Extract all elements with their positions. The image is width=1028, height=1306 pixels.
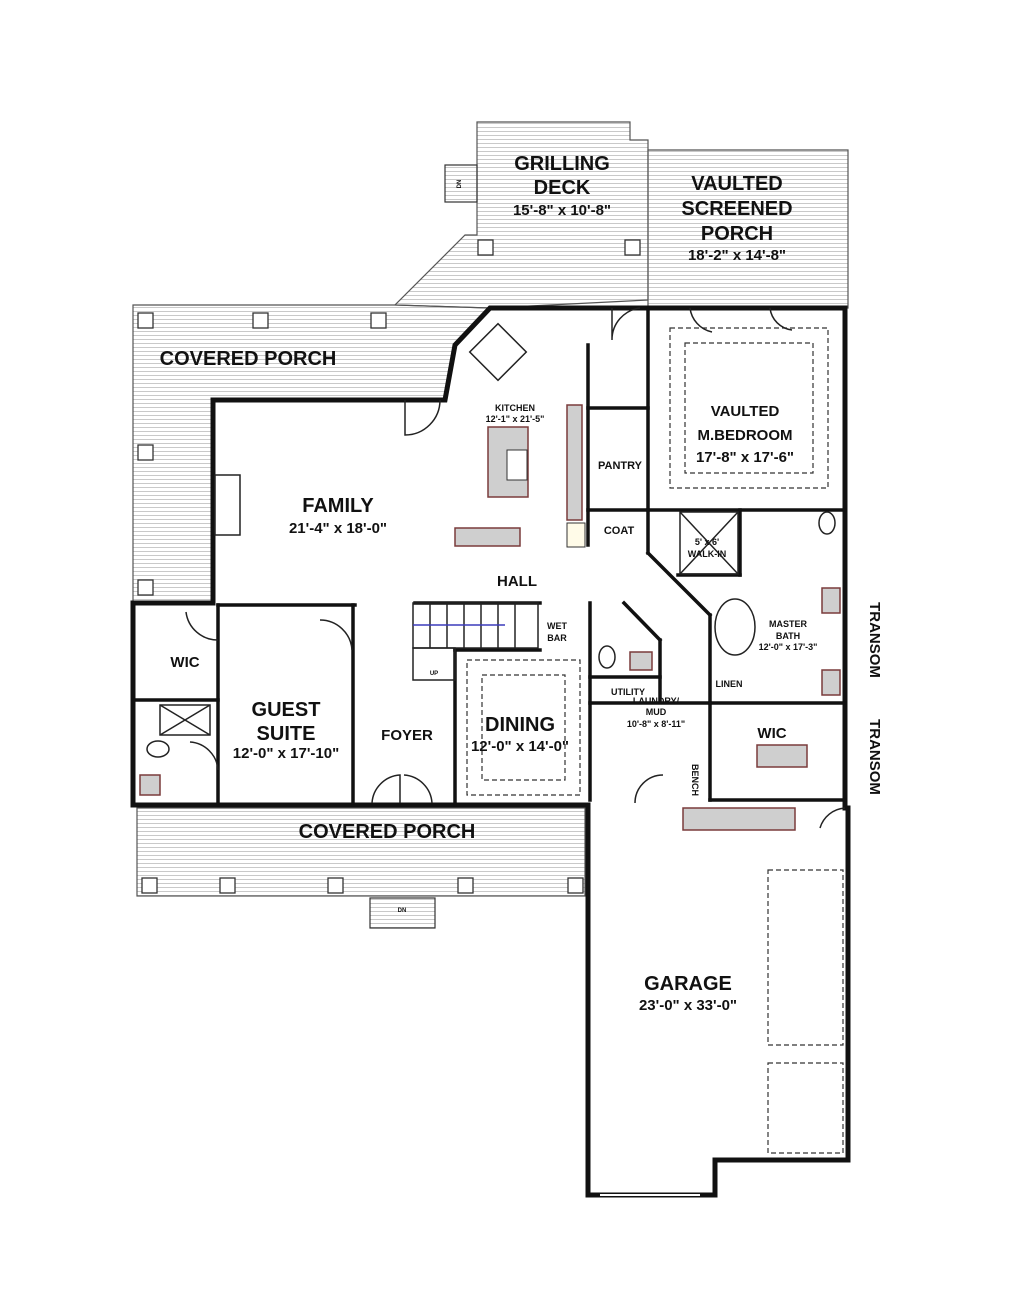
master-bath-label-2: BATH	[776, 631, 800, 641]
front-steps-down-label: DN	[398, 908, 407, 914]
tray-ceiling-outer	[669, 327, 829, 489]
family-size: 21'-4" x 18'-0"	[289, 520, 387, 537]
walk-in-label: WALK-IN	[688, 549, 727, 559]
coat-label: COAT	[604, 525, 635, 537]
deck-steps-down-label: DN	[457, 180, 463, 189]
sink-icon	[506, 449, 528, 481]
dining-table-icon	[468, 322, 528, 382]
master-bedroom-label-2: M.BEDROOM	[698, 427, 793, 444]
laundry-label-2: MUD	[646, 707, 667, 717]
interior-walls	[135, 306, 847, 807]
stairs-up-label: UP	[430, 671, 438, 677]
deck-steps	[444, 164, 478, 203]
guest-wic-label: WIC	[170, 654, 199, 671]
kitchen-label: KITCHEN	[495, 403, 535, 413]
fridge-icon	[566, 522, 586, 548]
guest-suite-size: 12'-0" x 17'-10"	[233, 745, 339, 762]
screened-porch-label: VAULTED	[691, 173, 782, 195]
grilling-deck-size: 15'-8" x 10'-8"	[513, 202, 611, 219]
shower-icon	[159, 511, 739, 736]
kitchen-bar	[454, 527, 521, 547]
garage-parking-1	[767, 869, 844, 1046]
screened-porch-area	[647, 149, 849, 309]
powder-sink	[629, 651, 653, 671]
screened-porch-size: 18'-2" x 14'-8"	[688, 247, 786, 264]
fireplace-icon	[214, 474, 241, 536]
guest-suite-label: GUEST	[252, 699, 321, 721]
grilling-deck-label-2: DECK	[534, 177, 591, 199]
front-covered-porch-label: COVERED PORCH	[299, 821, 476, 843]
transom-label-2: TRANSOM	[866, 719, 883, 795]
garage-size: 23'-0" x 33'-0"	[639, 997, 737, 1014]
garage-wall	[585, 802, 851, 1198]
exterior-wall-left	[130, 397, 591, 808]
laundry-size: 10'-8" x 8'-11"	[627, 719, 685, 729]
mudroom-lockers	[682, 807, 796, 831]
garage-label: GARAGE	[644, 973, 732, 995]
toilet-icon	[146, 511, 836, 758]
kitchen-size: 12'-1" x 21'-5"	[486, 414, 545, 424]
master-bedroom-size: 17'-8" x 17'-6"	[696, 449, 794, 466]
garage-parking-2	[767, 1062, 844, 1154]
linen-label: LINEN	[716, 679, 743, 689]
screened-porch-label-3: PORCH	[701, 223, 773, 245]
dining-size: 12'-0" x 14'-0"	[471, 738, 569, 755]
grilling-deck-area	[393, 121, 649, 309]
dining-ceiling-outer	[466, 659, 581, 796]
exterior-wall	[210, 305, 848, 811]
screened-porch-label-2: SCREENED	[681, 198, 792, 220]
wic-island	[756, 744, 808, 768]
dining-ceiling-inner	[481, 674, 566, 781]
vanity-sink-1	[821, 587, 841, 614]
walk-in-size: 5' x 6'	[695, 537, 719, 547]
tray-ceiling-inner	[684, 342, 814, 474]
guest-suite-label-2: SUITE	[257, 723, 316, 745]
door-swings	[185, 307, 846, 829]
pantry-label: PANTRY	[598, 460, 643, 472]
vanity-sink-2	[821, 669, 841, 696]
utility-label: UTILITY	[611, 687, 645, 697]
wet-bar-label-2: BAR	[547, 633, 567, 643]
bathtub-icon	[714, 598, 756, 656]
room-labels: GRILLING DECK 15'-8" x 10'-8" VAULTED SC…	[160, 153, 883, 1014]
porch-posts	[137, 239, 641, 894]
foyer-label: FOYER	[381, 727, 433, 744]
master-bedroom-label: VAULTED	[711, 403, 780, 420]
transom-label: TRANSOM	[866, 602, 883, 678]
front-covered-porch-area	[136, 807, 586, 897]
master-wic-label: WIC	[757, 725, 786, 742]
front-steps	[369, 897, 436, 929]
hall-label: HALL	[497, 573, 537, 590]
wet-bar-label: WET	[547, 621, 567, 631]
rear-covered-porch-label: COVERED PORCH	[160, 348, 337, 370]
master-bath-label: MASTER	[769, 619, 808, 629]
kitchen-counter	[566, 404, 583, 521]
family-label: FAMILY	[302, 495, 374, 517]
master-bath-size: 12'-0" x 17'-3"	[759, 642, 818, 652]
bench-label: BENCH	[690, 764, 700, 796]
dining-label: DINING	[485, 714, 555, 736]
laundry-label: LAUNDRY/	[633, 696, 680, 706]
staircase	[412, 602, 539, 681]
guest-sink	[139, 774, 161, 796]
grilling-deck-label: GRILLING	[514, 153, 610, 175]
